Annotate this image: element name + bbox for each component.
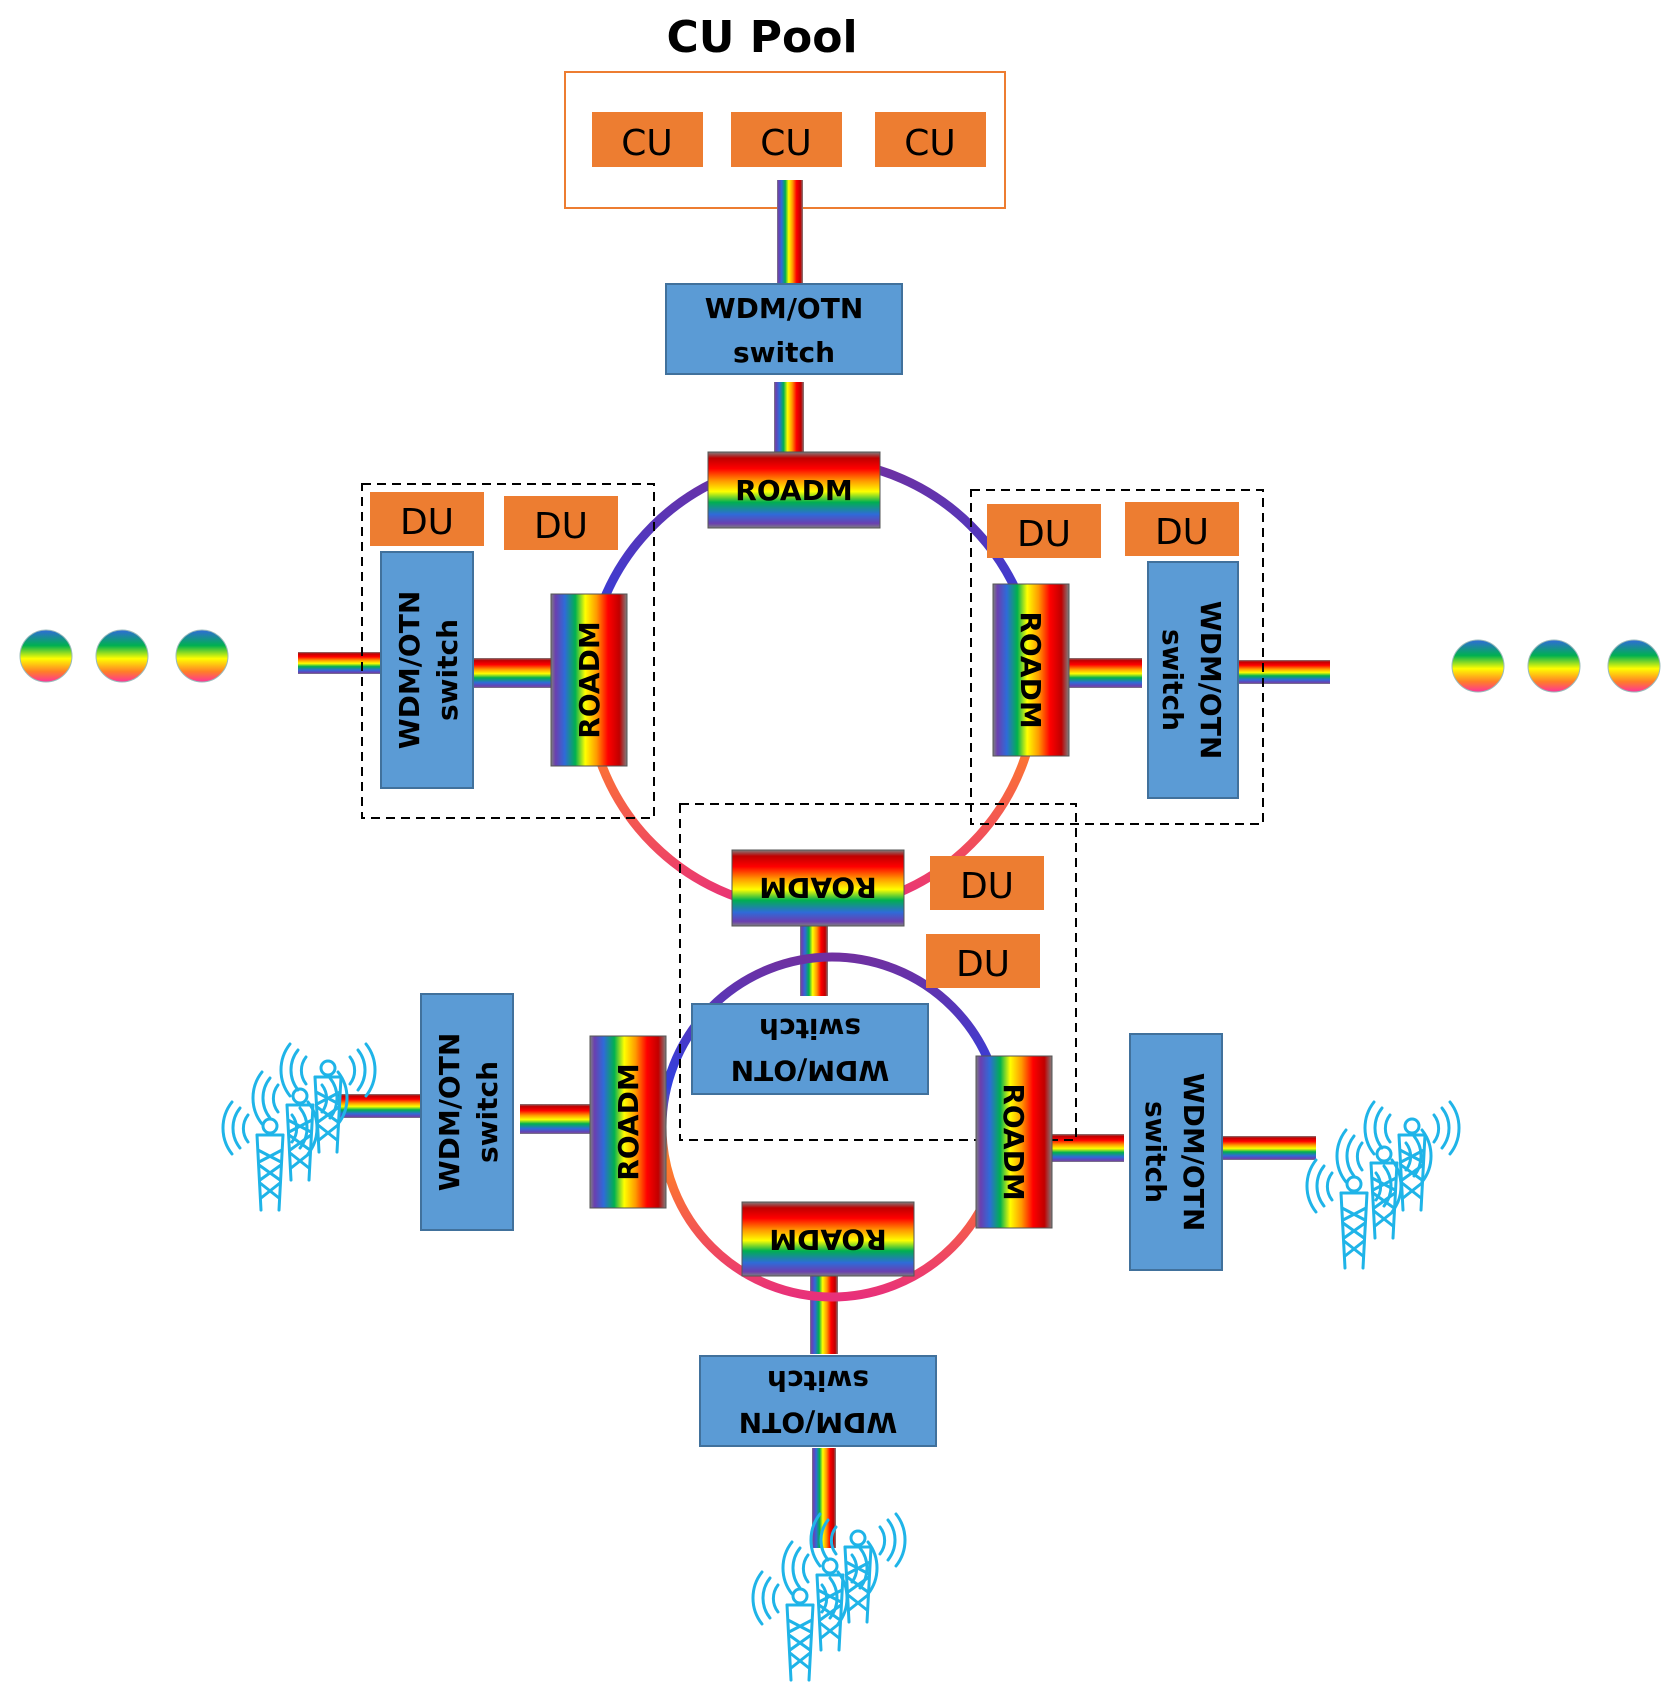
switch-label-line1: WDM/OTN xyxy=(1194,601,1227,760)
roadm-bottom[interactable]: ROADM xyxy=(741,1201,915,1277)
du-group-left xyxy=(361,483,655,819)
cu-label: CU xyxy=(904,123,956,164)
fiber-link xyxy=(338,1094,424,1118)
roadm-top[interactable]: ROADM xyxy=(707,451,881,529)
roadm-label: ROADM xyxy=(997,1083,1030,1200)
fiber-link xyxy=(774,382,804,454)
wdm-otn-switch-bottom[interactable]: WDM/OTN switch xyxy=(699,1355,937,1447)
du-label: DU xyxy=(1017,514,1071,555)
du-group-right xyxy=(970,489,1264,825)
fiber-link xyxy=(1222,1136,1316,1160)
du-node-center-1[interactable]: DU xyxy=(930,856,1044,910)
cell-tower-icon xyxy=(223,1044,375,1210)
roadm-lower-right[interactable]: ROADM xyxy=(975,1055,1053,1229)
du-node-right-1[interactable]: DU xyxy=(987,504,1101,558)
switch-label-line1: WDM/OTN xyxy=(731,1054,890,1087)
cell-tower-icon xyxy=(1307,1102,1459,1268)
du-label: DU xyxy=(400,502,454,543)
du-node-left-2[interactable]: DU xyxy=(504,496,618,550)
fiber-link xyxy=(777,180,803,284)
cu-pool-title: CU Pool xyxy=(666,12,857,63)
switch-label-line1: WDM/OTN xyxy=(393,591,426,750)
switch-label-line2: switch xyxy=(1139,1101,1172,1203)
roadm-label: ROADM xyxy=(573,621,606,738)
roadm-right[interactable]: ROADM xyxy=(992,583,1070,757)
fiber-link xyxy=(1236,660,1330,684)
wavelength-dots-right xyxy=(1451,639,1661,693)
roadm-left[interactable]: ROADM xyxy=(550,593,628,767)
du-node-left-1[interactable]: DU xyxy=(370,492,484,546)
roadm-label: ROADM xyxy=(759,871,876,904)
du-node-right-2[interactable]: DU xyxy=(1125,502,1239,556)
roadm-label: ROADM xyxy=(769,1223,886,1256)
du-label: DU xyxy=(956,944,1010,985)
du-node-center-2[interactable]: DU xyxy=(926,934,1040,988)
switch-label-line1: WDM/OTN xyxy=(433,1033,466,1192)
switch-label-line1: WDM/OTN xyxy=(739,1406,898,1439)
roadm-label: ROADM xyxy=(735,474,852,507)
roadm-middle[interactable]: ROADM xyxy=(731,849,905,927)
fiber-link xyxy=(1048,1134,1124,1162)
roadm-label: ROADM xyxy=(612,1063,645,1180)
du-label: DU xyxy=(960,866,1014,907)
wdm-otn-switch-right[interactable]: WDM/OTN switch xyxy=(1147,561,1239,799)
switch-label-line1: WDM/OTN xyxy=(1177,1073,1210,1232)
roadm-label: ROADM xyxy=(1014,611,1047,728)
fiber-link xyxy=(298,652,380,674)
du-label: DU xyxy=(1155,512,1209,553)
wdm-otn-switch-left[interactable]: WDM/OTN switch xyxy=(380,551,474,789)
switch-label-line2: switch xyxy=(767,1364,869,1397)
cu-node-3[interactable]: CU xyxy=(875,112,986,167)
switch-label-line1: WDM/OTN xyxy=(705,292,864,325)
cu-label: CU xyxy=(760,123,812,164)
switch-label-line2: switch xyxy=(759,1012,861,1045)
switch-label-line2: switch xyxy=(431,619,464,721)
fiber-link xyxy=(1068,658,1142,688)
roadm-lower-left[interactable]: ROADM xyxy=(589,1035,667,1209)
wdm-otn-switch-lower-right[interactable]: WDM/OTN switch xyxy=(1129,1033,1223,1271)
du-label: DU xyxy=(534,506,588,547)
fiber-link xyxy=(520,1104,596,1134)
cu-node-1[interactable]: CU xyxy=(592,112,703,167)
wdm-otn-switch-lower-left[interactable]: WDM/OTN switch xyxy=(420,993,514,1231)
fiber-link xyxy=(810,1272,838,1354)
wdm-otn-switch-ring2-top[interactable]: WDM/OTN switch xyxy=(691,1003,929,1095)
wdm-otn-switch-top[interactable]: WDM/OTN switch xyxy=(665,283,903,375)
du-group-center xyxy=(679,803,1077,1141)
switch-label-line2: switch xyxy=(471,1061,504,1163)
cu-label: CU xyxy=(621,123,673,164)
wavelength-dots-left xyxy=(19,629,229,683)
cu-node-2[interactable]: CU xyxy=(731,112,842,167)
fiber-link xyxy=(474,658,554,688)
switch-label-line2: switch xyxy=(733,336,835,369)
switch-label-line2: switch xyxy=(1156,629,1189,731)
